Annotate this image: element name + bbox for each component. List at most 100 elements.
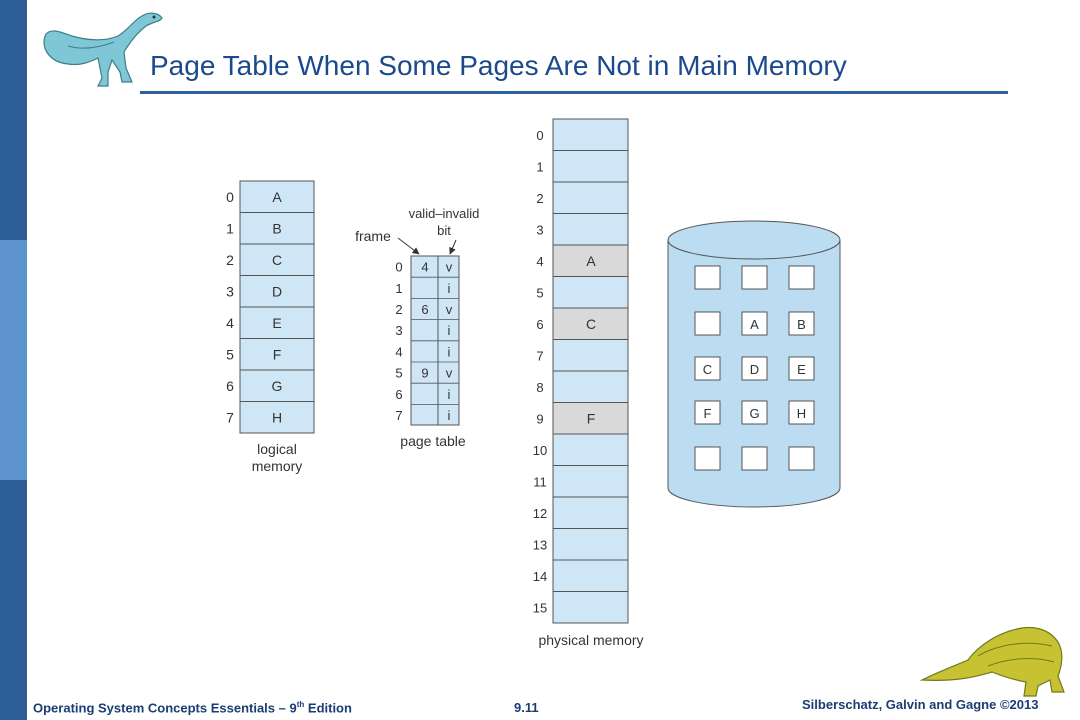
physical-frame-index: 11 (533, 475, 547, 490)
footer-page-number: 9.11 (514, 700, 539, 715)
physical-memory-label: physical memory (538, 632, 643, 648)
page-table-bit: i (448, 323, 451, 338)
page-table-index: 5 (395, 366, 402, 381)
disk-page-slot (694, 311, 721, 336)
logical-page-name: B (272, 220, 281, 236)
logical-page-name: A (272, 189, 282, 205)
physical-frame (552, 465, 629, 498)
physical-frame-content: C (586, 316, 596, 332)
physical-frame-index: 12 (533, 506, 547, 521)
physical-frame (552, 370, 629, 403)
physical-frame (552, 402, 629, 435)
physical-frame-index: 14 (533, 569, 547, 584)
disk-page-slot (741, 311, 768, 336)
disk-page-label: C (703, 362, 712, 377)
logical-page-index: 0 (226, 189, 234, 205)
disk-page-slot (694, 400, 721, 425)
disk-page-slot (694, 356, 721, 381)
physical-frame-index: 15 (533, 601, 547, 616)
disk-top (667, 220, 841, 260)
disk-page-slot (788, 356, 815, 381)
page-table-index: 2 (395, 302, 402, 317)
frame-arrow (397, 237, 420, 255)
logical-page-index: 2 (226, 252, 234, 268)
disk-page-label: E (797, 362, 806, 377)
disk-page-slot (741, 446, 768, 471)
logical-page-index: 7 (226, 409, 234, 425)
page-table-bit: v (446, 302, 453, 317)
physical-frame-index: 13 (533, 538, 547, 553)
physical-frame-index: 0 (536, 128, 543, 143)
footer-book-title: Operating System Concepts Essentials – 9… (33, 700, 352, 716)
disk-page-slot (741, 400, 768, 425)
physical-frame (552, 307, 629, 340)
disk-page-slot (741, 265, 768, 290)
logical-page-name: F (273, 346, 282, 362)
physical-frame (552, 150, 629, 183)
physical-frame (552, 181, 629, 214)
page-table-bit: v (446, 366, 453, 381)
physical-frame-index: 7 (536, 349, 543, 364)
page-table-bit: i (448, 387, 451, 402)
logical-page-index: 6 (226, 378, 234, 394)
logical-page-name: E (272, 315, 281, 331)
disk-page-slot (694, 265, 721, 290)
disk-page-label: H (797, 406, 806, 421)
physical-frame-index: 2 (536, 191, 543, 206)
page-table-frame: 6 (421, 302, 428, 317)
physical-frame (552, 118, 629, 151)
physical-frame (552, 528, 629, 561)
page-table-index: 4 (395, 344, 402, 359)
valid-invalid-label-line2: bit (437, 223, 451, 238)
disk-page-label: B (797, 317, 806, 332)
sidebar-dark-top (0, 0, 27, 240)
physical-frame (552, 591, 629, 624)
physical-frame (552, 339, 629, 372)
page-table-bit: i (448, 281, 451, 296)
page-table-index: 3 (395, 323, 402, 338)
physical-frame (552, 496, 629, 529)
page-table-index: 7 (395, 408, 402, 423)
backing-store-disk: A B C D E F G H (667, 220, 841, 508)
disk-page-label: G (749, 406, 759, 421)
logical-page-name: D (272, 283, 282, 299)
dinosaur-footer-icon (919, 626, 1065, 697)
page-table-label: page table (400, 433, 466, 449)
physical-frame (552, 244, 629, 277)
logical-memory-label-line2: memory (252, 458, 303, 474)
disk-page-label: F (704, 406, 712, 421)
physical-frame-index: 5 (536, 286, 543, 301)
footer-copyright: Silberschatz, Galvin and Gagne ©2013 (802, 697, 1039, 712)
valid-invalid-label-line1: valid–invalid (409, 206, 480, 221)
disk-page-slot (788, 311, 815, 336)
disk-page-slot (741, 356, 768, 381)
logical-page-name: G (272, 378, 283, 394)
physical-frame-index: 9 (536, 412, 543, 427)
physical-frame (552, 276, 629, 309)
frame-label: frame (355, 228, 391, 244)
physical-frame (552, 213, 629, 246)
disk-page-slot (694, 446, 721, 471)
valid-bit-arrow (449, 239, 457, 255)
page-table-frame: 9 (421, 366, 428, 381)
page-table-bit: i (448, 344, 451, 359)
physical-frame-index: 1 (536, 160, 543, 175)
physical-frame (552, 559, 629, 592)
physical-frame-index: 6 (536, 317, 543, 332)
page-table-bit: i (448, 408, 451, 423)
physical-frame-index: 8 (536, 380, 543, 395)
page-table-index: 1 (395, 281, 402, 296)
disk-page-slot (788, 265, 815, 290)
disk-page-slot (788, 446, 815, 471)
dinosaur-logo-icon (43, 12, 163, 87)
physical-frame-index: 3 (536, 223, 543, 238)
page-table-index: 0 (395, 260, 402, 275)
logical-page-index: 5 (226, 346, 234, 362)
logical-page-name: C (272, 252, 282, 268)
disk-page-label: A (750, 317, 759, 332)
disk-page-label: D (750, 362, 759, 377)
